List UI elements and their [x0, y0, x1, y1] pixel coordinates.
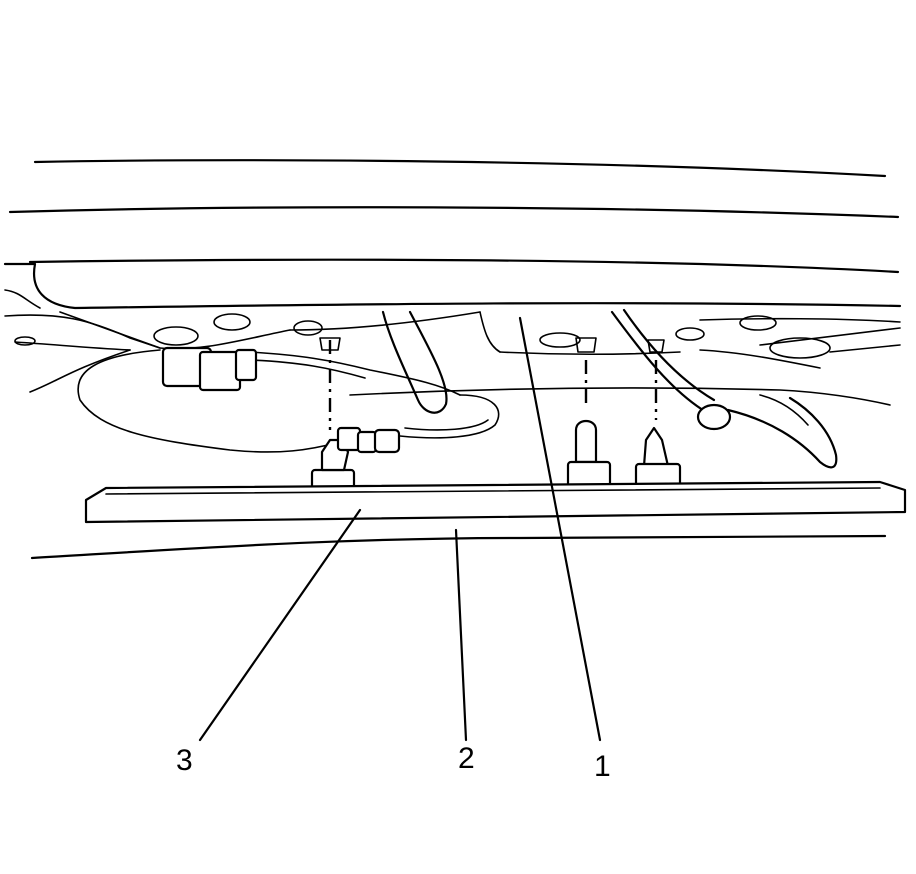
- leader-line-2: [454, 528, 468, 742]
- callout-label-3: 3: [176, 744, 193, 777]
- wiring-harness: [77, 349, 500, 453]
- tube-line: [381, 308, 838, 469]
- trim-panel: [30, 480, 907, 560]
- callout-label-1: 1: [594, 750, 611, 783]
- retainer-clip-harness: [310, 337, 401, 500]
- leader-line-3: [198, 508, 362, 742]
- leader-line-1: [518, 316, 602, 742]
- underbody-panel: [3, 262, 902, 406]
- callout-label-2: 2: [458, 742, 475, 775]
- callout-leader-lines: [198, 316, 602, 742]
- electrical-connector: [161, 346, 258, 392]
- retainer-clips: [566, 337, 682, 496]
- body-contour-lines: [8, 159, 900, 274]
